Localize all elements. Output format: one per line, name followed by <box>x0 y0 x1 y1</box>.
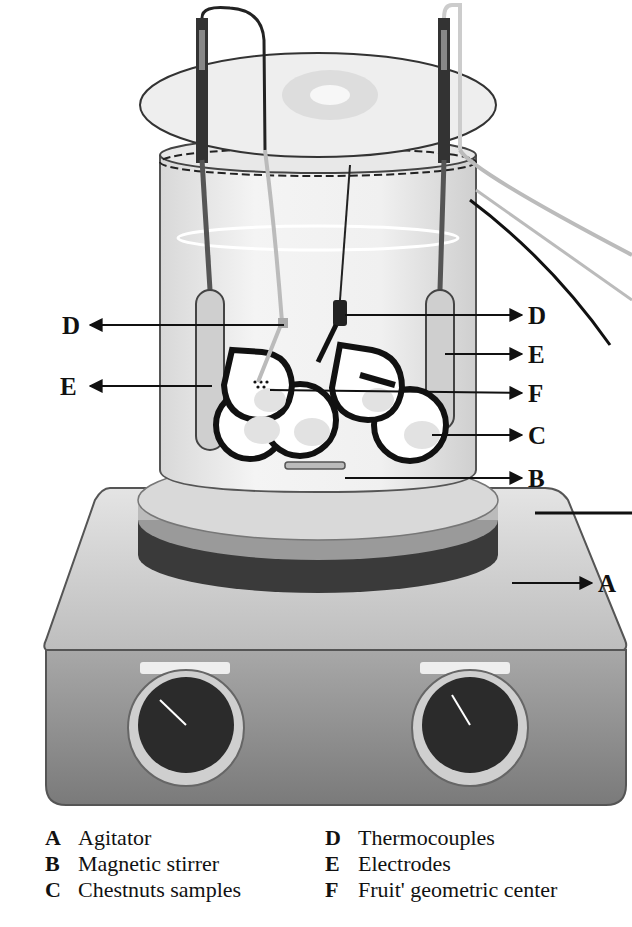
wires <box>202 5 632 513</box>
callout-letter: B <box>528 466 545 491</box>
key-letter: F <box>325 879 338 901</box>
key-letter: C <box>45 879 61 901</box>
electrodes <box>196 18 454 450</box>
leader-arrows <box>90 315 592 583</box>
key-text: Thermocouples <box>358 827 495 849</box>
key-text: Electrodes <box>358 853 451 875</box>
key-letter: A <box>45 827 61 849</box>
callout-letter: C <box>528 423 546 448</box>
callout-letter: E <box>528 342 545 367</box>
callout-letter: D <box>528 303 546 328</box>
chestnut-shading <box>244 388 440 449</box>
key-text: Agitator <box>78 827 151 849</box>
key-letter: D <box>325 827 341 849</box>
callout-letter: D <box>62 313 80 338</box>
key-letter: E <box>325 853 340 875</box>
callout-letter: F <box>528 381 543 406</box>
geometric-center-dots <box>253 380 268 388</box>
key-text: Chestnuts samples <box>78 879 241 901</box>
chestnut-samples <box>216 345 446 461</box>
stirrer-bar <box>285 462 345 469</box>
key-text: Fruit' geometric center <box>358 879 557 901</box>
key-text: Magnetic stirrer <box>78 853 219 875</box>
callout-letter: A <box>598 571 616 596</box>
key-letter: B <box>45 853 60 875</box>
callout-letter: E <box>60 374 77 399</box>
thermocouples <box>258 150 350 382</box>
